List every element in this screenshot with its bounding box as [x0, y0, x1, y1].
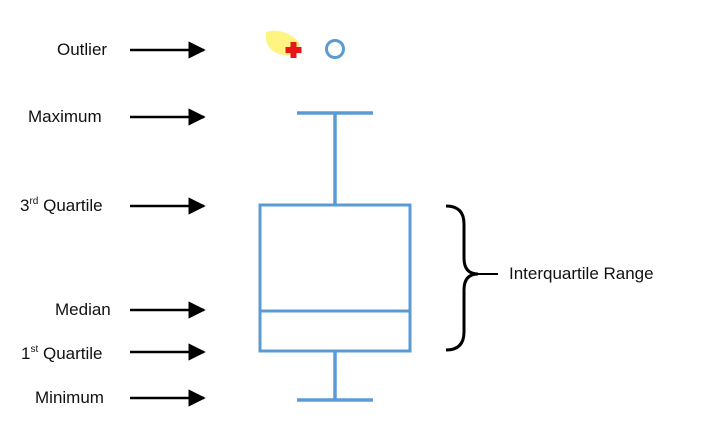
outlier-point: [325, 39, 345, 59]
iqr-brace: [445, 204, 479, 352]
box-plot: [258, 111, 412, 402]
red-cross-icon: [285, 42, 302, 58]
iqr-label: Interquartile Range: [509, 264, 654, 283]
maximum-label: Maximum: [28, 107, 102, 126]
outlier-label: Outlier: [57, 40, 108, 59]
first-quartile-label: 1st Quartile: [21, 344, 103, 363]
label-arrows: [130, 41, 206, 407]
third-quartile-label: 3rd Quartile: [20, 196, 103, 215]
median-label: Median: [55, 300, 111, 319]
minimum-label: Minimum: [35, 388, 104, 407]
iqr-box: [258, 203, 412, 353]
